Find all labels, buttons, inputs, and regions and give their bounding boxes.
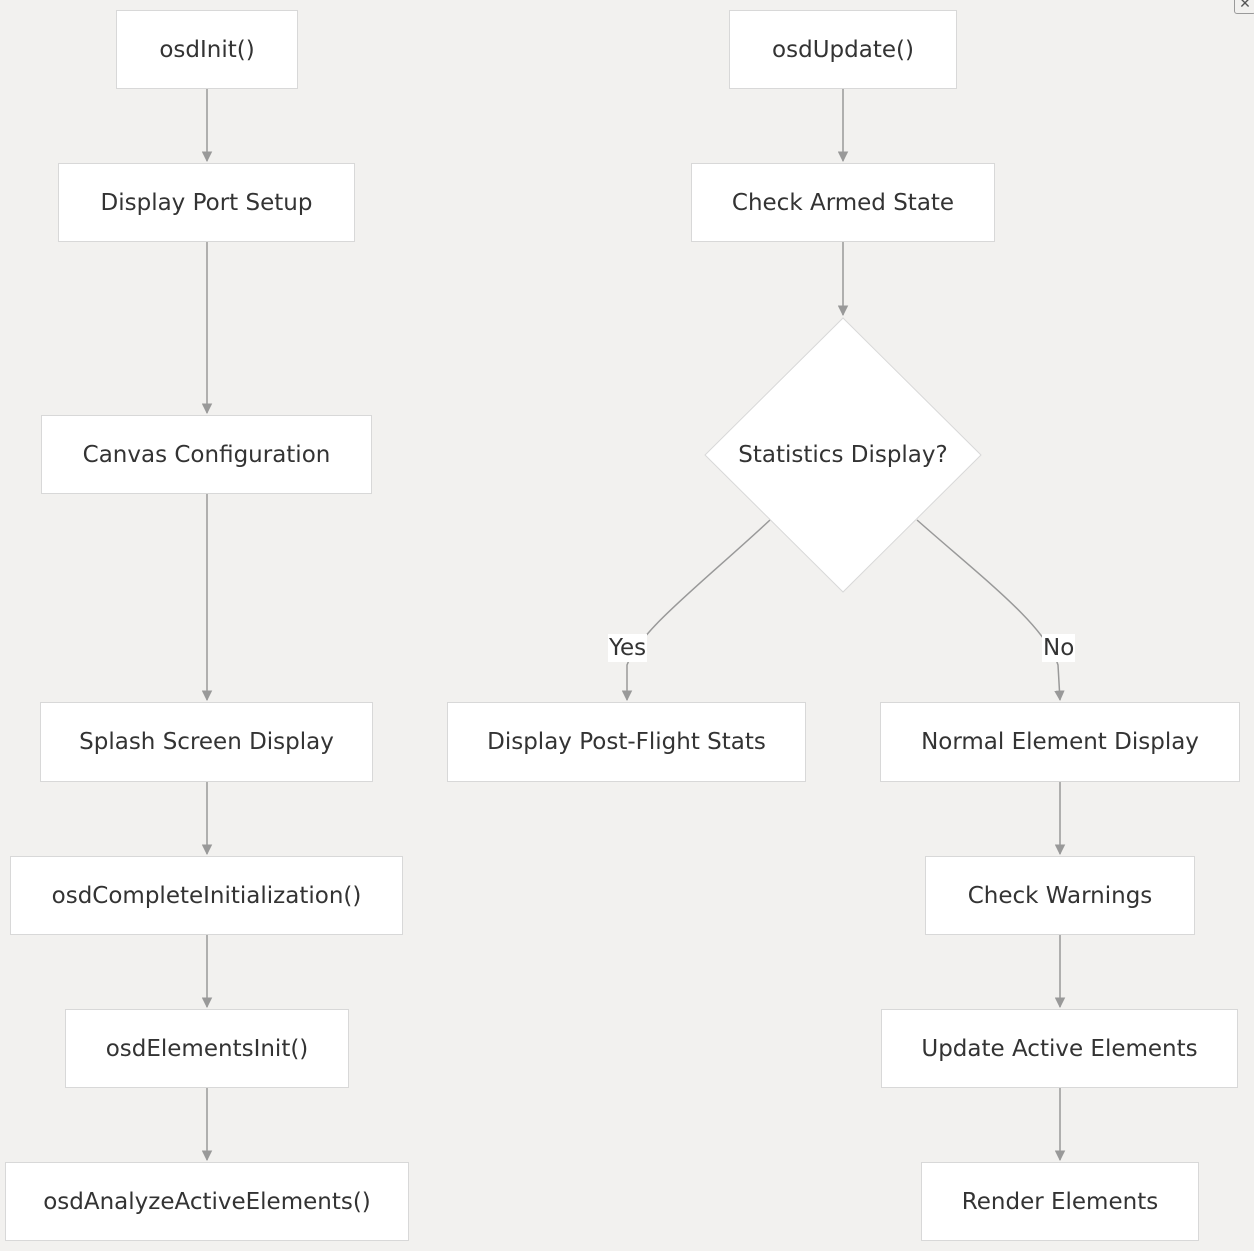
edge-label-yes: Yes — [608, 634, 648, 662]
node-osd-update[interactable]: osdUpdate() — [729, 10, 957, 89]
node-osd-init[interactable]: osdInit() — [116, 10, 298, 89]
node-normal-element-display[interactable]: Normal Element Display — [880, 702, 1240, 782]
edge-statistics-yes — [621, 519, 771, 702]
node-update-active-elements[interactable]: Update Active Elements — [881, 1009, 1238, 1088]
node-display-port-setup[interactable]: Display Port Setup — [58, 163, 355, 242]
node-render-elements[interactable]: Render Elements — [921, 1162, 1199, 1241]
statistics-display-diamond — [704, 317, 982, 593]
node-osd-elements-init[interactable]: osdElementsInit() — [65, 1009, 349, 1088]
node-canvas-configuration[interactable]: Canvas Configuration — [41, 415, 372, 494]
node-splash-screen-display[interactable]: Splash Screen Display — [40, 702, 373, 782]
node-check-warnings[interactable]: Check Warnings — [925, 856, 1195, 935]
node-check-armed-state[interactable]: Check Armed State — [691, 163, 995, 242]
node-osd-analyze-active-elements[interactable]: osdAnalyzeActiveElements() — [5, 1162, 409, 1241]
node-statistics-display-label[interactable]: Statistics Display? — [738, 442, 948, 468]
node-display-post-flight-stats[interactable]: Display Post-Flight Stats — [447, 702, 806, 782]
edge-label-no: No — [1042, 634, 1076, 662]
close-icon[interactable]: ✕ — [1234, 0, 1254, 14]
edge-statistics-no — [916, 519, 1065, 702]
node-osd-complete-initialization[interactable]: osdCompleteInitialization() — [10, 856, 403, 935]
